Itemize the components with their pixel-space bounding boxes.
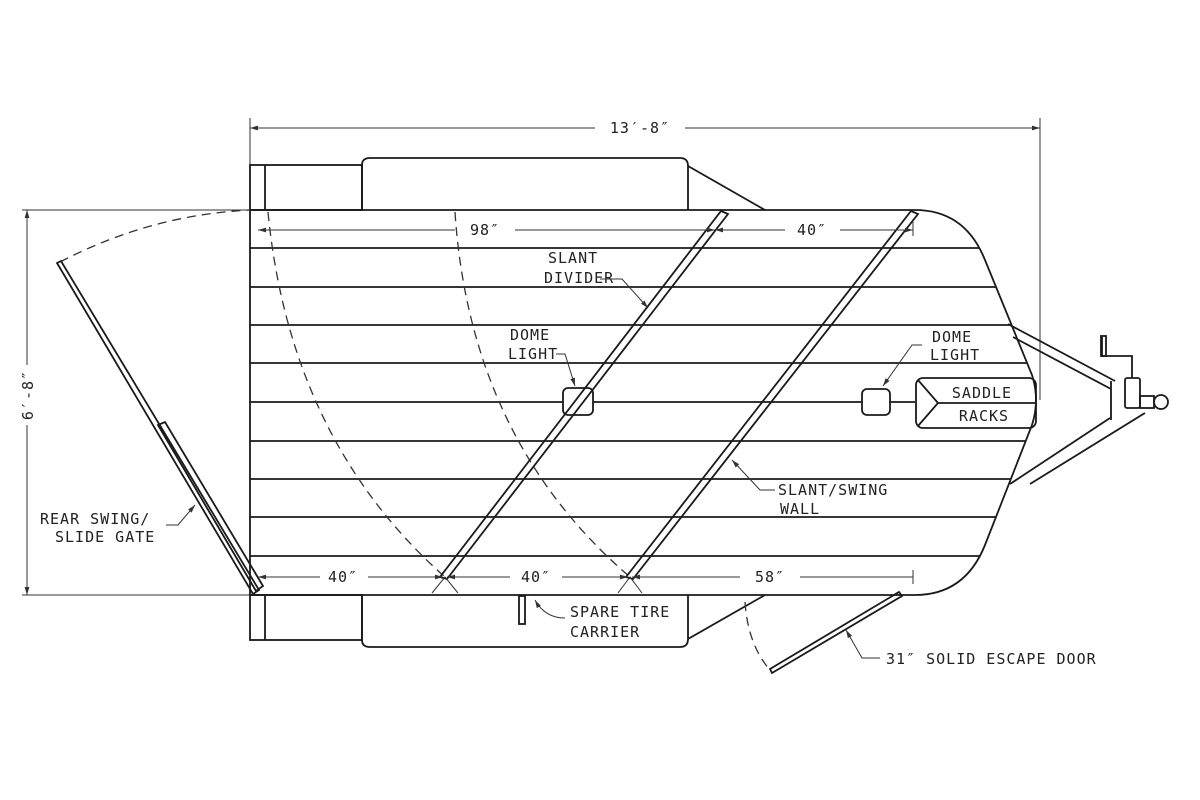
dimension-58: 58″ [755, 568, 785, 586]
trailer-body [249, 209, 1037, 596]
saddle-racks: SADDLE RACKS [915, 377, 1037, 429]
escape-door[interactable]: 31″ SOLID ESCAPE DOOR [744, 590, 1097, 675]
slant-swing-wall-callout: SLANT/SWING WALL [731, 459, 888, 518]
dome-light-front-label-1: DOME [932, 328, 972, 346]
spare-tire-carrier: SPARE TIRE CARRIER [518, 595, 670, 641]
saddle-racks-label-1: SADDLE [952, 384, 1012, 402]
overall-width-label: 6′-8″ [19, 370, 37, 420]
dome-light-rear-callout: DOME LIGHT [508, 326, 576, 387]
slant-divider-label-2: DIVIDER [544, 269, 614, 287]
dimension-98: 98″ [470, 221, 500, 239]
slant-divider[interactable] [431, 209, 730, 594]
rear-swing-slide-gate[interactable] [55, 259, 265, 596]
rear-gate-label-1: REAR SWING/ [40, 510, 150, 528]
dimension-bottom-40-a: 40″ [328, 568, 358, 586]
dome-light-rear-label-2: LIGHT [508, 345, 558, 363]
rear-gate-label-2: SLIDE GATE [55, 528, 155, 546]
slant-swing-wall[interactable] [617, 209, 920, 594]
dome-light-rear-label-1: DOME [510, 326, 550, 344]
overall-length-dimension: 13′-8″ [249, 118, 1041, 400]
spare-tire-label-2: CARRIER [570, 623, 640, 641]
slant-swing-wall-label-2: WALL [780, 500, 820, 518]
trailer-hitch [1007, 323, 1169, 485]
dome-light-front [861, 388, 891, 416]
slant-divider-label-1: SLANT [548, 249, 598, 267]
rear-gate-swing-arc [59, 209, 251, 263]
dome-light-rear [562, 387, 594, 416]
escape-door-label: 31″ SOLID ESCAPE DOOR [886, 650, 1097, 668]
fenders [249, 157, 766, 648]
divider-swing-arc [267, 211, 446, 578]
dome-light-front-callout: DOME LIGHT [882, 328, 980, 387]
slant-swing-wall-label-1: SLANT/SWING [778, 481, 888, 499]
dimension-top-40: 40″ [797, 221, 827, 239]
spare-tire-label-1: SPARE TIRE [570, 603, 670, 621]
saddle-racks-label-2: RACKS [959, 407, 1009, 425]
overall-length-label: 13′-8″ [610, 119, 670, 137]
rear-gate-callout: REAR SWING/ SLIDE GATE [40, 504, 196, 546]
wall-swing-arc [454, 211, 631, 578]
slant-divider-callout: SLANT DIVIDER [544, 249, 649, 309]
dimension-bottom-40-b: 40″ [521, 568, 551, 586]
inner-dimensions: 98″ 40″ 40″ 40″ 58″ [258, 221, 914, 586]
overall-width-dimension: 6′-8″ [19, 209, 250, 596]
dome-light-front-label-2: LIGHT [930, 346, 980, 364]
